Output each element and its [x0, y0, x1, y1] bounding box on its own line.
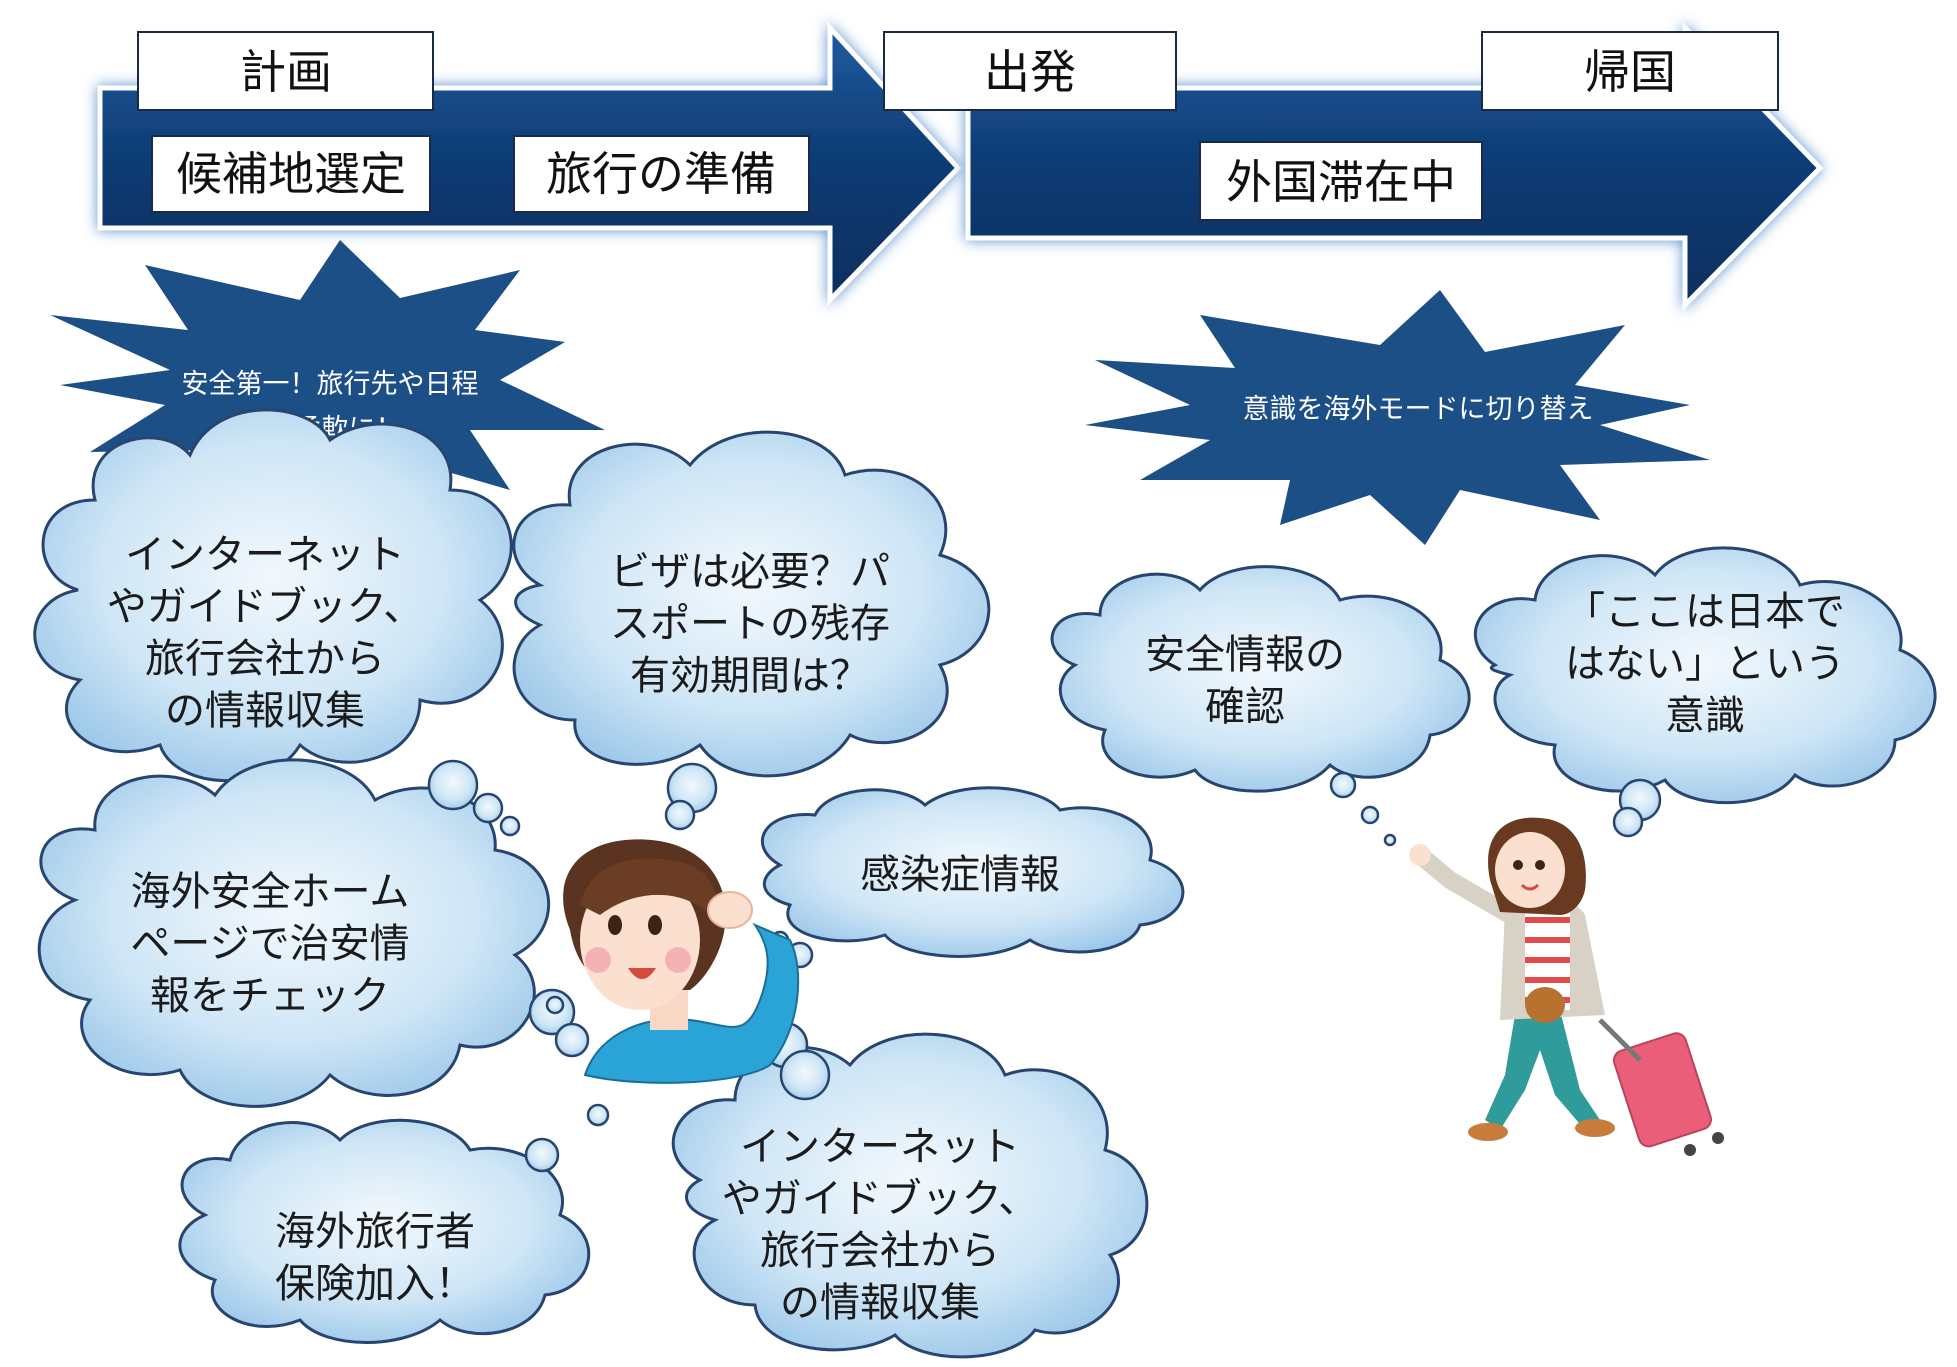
cloud-safety-homepage-line1: 海外安全ホーム — [131, 869, 410, 915]
cloud-not-japan: 「ここは日本で はない」という 意識 — [1474, 546, 1937, 805]
cloud-visa-passport-shape — [512, 430, 991, 778]
cloud-visa-passport-line3: 有効期間は？ — [630, 653, 870, 699]
bubble — [524, 1137, 560, 1173]
traveler-legs — [1485, 1010, 1600, 1130]
bubble — [779, 1049, 831, 1101]
cloud-info-gathering-1-line1: インターネット — [125, 532, 405, 578]
bubble — [586, 1103, 610, 1127]
cloud-infection-line1: 感染症情報 — [860, 852, 1060, 898]
bubble — [664, 799, 696, 831]
traveler-mouth — [1520, 883, 1540, 891]
bubble — [1329, 771, 1357, 799]
cloud-safety-check-line1: 安全情報の — [1145, 632, 1345, 678]
traveler-eye — [1513, 860, 1523, 870]
bubble — [1612, 806, 1644, 838]
phase-depart-label: 出発 — [984, 45, 1076, 99]
step-abroad-box — [1199, 141, 1483, 221]
traveler-bag — [1525, 987, 1565, 1023]
bubble — [472, 792, 504, 824]
cloud-safety-homepage-line3: 報をチェック — [150, 973, 390, 1019]
traveler-arm — [1411, 846, 1519, 924]
cloud-insurance-line2: 保険加入！ — [275, 1261, 475, 1307]
cloud-info-gathering-1-shape — [33, 408, 513, 783]
cloud-visa-passport-line2: スポートの残存 — [610, 601, 890, 647]
cloud-info-gathering-1-line2: やガイドブック、 — [107, 584, 423, 630]
traveler-face — [1495, 832, 1565, 908]
cloud-infection: 感染症情報 — [760, 786, 1185, 958]
step-select-label: 候補地選定 — [176, 147, 406, 201]
phase-return-label: 帰国 — [1584, 45, 1676, 99]
suitcase-wheel — [1712, 1132, 1724, 1144]
cloud-insurance-shape — [178, 1118, 591, 1344]
cloud-safety-homepage-shape — [37, 758, 551, 1108]
planning-burst-shape — [50, 240, 605, 520]
cloud-info-gathering-1: インターネット やガイドブック、 旅行会社から の情報収集 — [33, 408, 513, 783]
phase-plan-label: 計画 — [240, 45, 332, 99]
abroad-burst-text: 意識を海外モードに切り替え — [1243, 394, 1594, 425]
cloud-insurance-line1: 海外旅行者 — [275, 1209, 475, 1255]
cloud-safety-homepage-line2: ページで治安情 — [130, 921, 409, 967]
bubble — [427, 759, 479, 811]
bubble — [554, 1022, 590, 1058]
suitcase-handle — [1598, 1018, 1642, 1062]
cloud-not-japan-shape — [1474, 546, 1937, 805]
bubble — [1383, 833, 1397, 847]
phase-plan-box — [137, 31, 434, 111]
phase-depart-box — [883, 31, 1177, 111]
cloud-info-gathering-2-line2: やガイドブック、 — [722, 1176, 1038, 1222]
cloud-info-gathering-2: インターネット やガイドブック、 旅行会社から の情報収集 — [671, 1032, 1149, 1359]
traveler-shoe — [1575, 1119, 1615, 1137]
woman-thinking-cheek — [585, 947, 611, 973]
cloud-visa-passport-line1: ビザは必要？パ — [610, 549, 890, 595]
woman-thinking-fringe — [580, 858, 718, 920]
cloud-not-japan-line1: 「ここは日本で — [1565, 589, 1845, 635]
abroad-burst: 意識を海外モードに切り替え — [1085, 290, 1710, 545]
planning-burst-line1: 安全第一！旅行先や日程 — [182, 369, 479, 400]
abroad-burst-shape — [1085, 290, 1710, 545]
traveler-eye — [1535, 860, 1545, 870]
cloud-info-gathering-1-line3: 旅行会社から — [145, 636, 385, 682]
woman-thinking-hand — [707, 891, 753, 929]
traveler-shoe — [1468, 1123, 1508, 1141]
cloud-safety-check-shape — [1050, 565, 1471, 793]
woman-thinking-cheek — [665, 947, 691, 973]
timeline: 計画 出発 帰国 候補地選定 旅行の準備 外国滞在中 — [97, 21, 1824, 312]
cloud-info-gathering-2-line4: の情報収集 — [780, 1280, 980, 1326]
cloud-info-gathering-2-line1: インターネット — [740, 1124, 1020, 1170]
step-prepare-box — [513, 135, 810, 213]
woman-thinking-icon — [563, 839, 800, 1084]
step-select-box — [151, 135, 431, 213]
woman-thinking-mouth — [628, 968, 656, 979]
cloud-info-gathering-2-line3: 旅行会社から — [760, 1228, 1000, 1274]
cloud-not-japan-line3: 意識 — [1665, 693, 1745, 739]
cloud-safety-check-line2: 確認 — [1205, 684, 1285, 730]
cloud-not-japan-line2: はない」という — [1565, 641, 1845, 687]
cloud-insurance: 海外旅行者 保険加入！ — [178, 1118, 591, 1344]
bubble — [499, 815, 521, 837]
bubble — [1360, 805, 1380, 825]
suitcase-wheel — [1684, 1144, 1696, 1156]
bubble — [545, 995, 565, 1015]
step-abroad-label: 外国滞在中 — [1226, 155, 1456, 209]
step-prepare-label: 旅行の準備 — [546, 147, 776, 201]
cloud-safety-homepage: 海外安全ホーム ページで治安情 報をチェック — [37, 758, 551, 1108]
cloud-safety-check: 安全情報の 確認 — [1050, 565, 1471, 793]
phase-return-box — [1481, 31, 1779, 111]
woman-thinking-eye-left — [608, 915, 622, 935]
cloud-visa-passport: ビザは必要？パ スポートの残存 有効期間は？ — [512, 430, 991, 778]
thought-bubbles — [427, 759, 1662, 1173]
cloud-infection-shape — [760, 786, 1185, 958]
cloud-info-gathering-1-line4: の情報収集 — [165, 688, 365, 734]
traveler-hand — [1409, 844, 1431, 866]
woman-traveler-with-suitcase-icon — [1409, 817, 1724, 1156]
woman-thinking-eye-right — [648, 915, 662, 935]
